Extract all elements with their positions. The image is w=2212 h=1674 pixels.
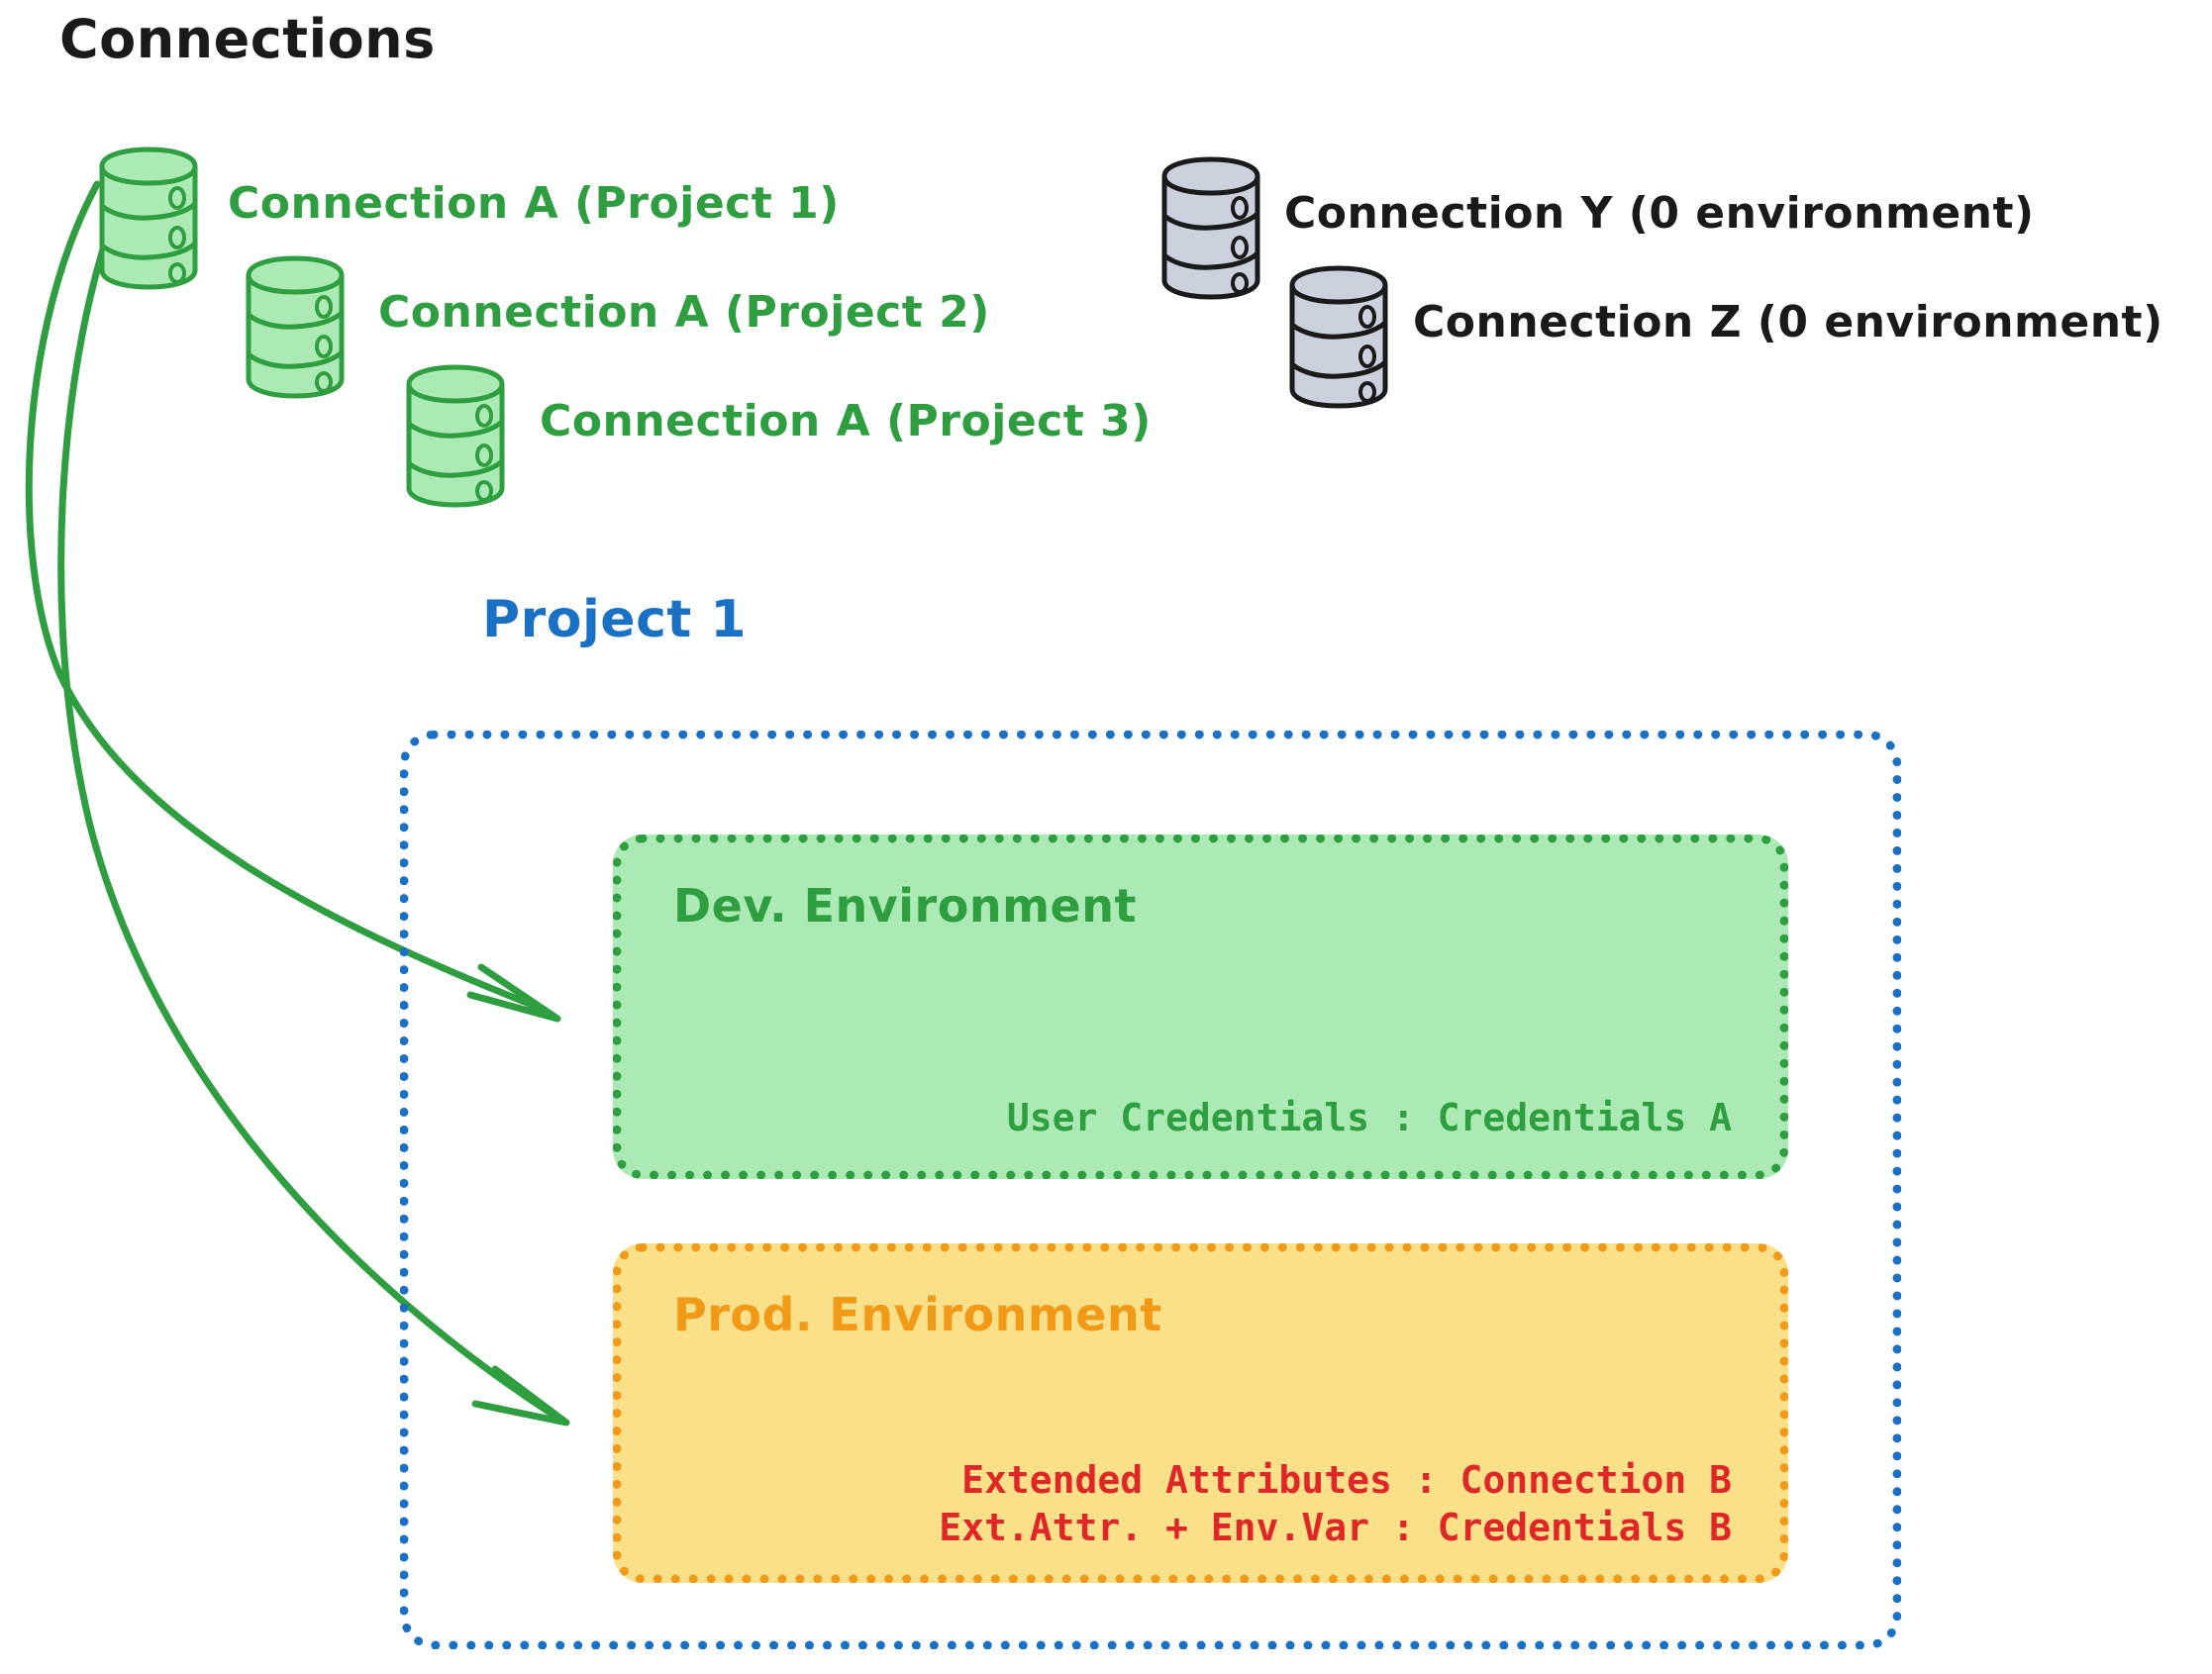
database-cylinder-icon-conn-z — [1284, 265, 1393, 409]
connection-label-conn-y: Connection Y (0 environment) — [1284, 188, 2035, 239]
database-cylinder-icon-conn-a-project-2 — [241, 255, 350, 399]
connection-label-conn-a-project-1: Connection A (Project 1) — [228, 178, 840, 229]
prod-environment-detail-line: Extended Attributes : Connection B — [961, 1457, 1732, 1502]
connections-section-title: Connections — [59, 8, 436, 70]
dev-environment-details: User Credentials : Credentials A — [1007, 1094, 1732, 1142]
database-cylinder-icon-conn-a-project-1 — [94, 147, 203, 290]
database-cylinder-icon-conn-y — [1156, 156, 1265, 300]
project-container-box — [400, 731, 1901, 1649]
connection-label-conn-z: Connection Z (0 environment) — [1413, 297, 2163, 347]
connection-label-conn-a-project-3: Connection A (Project 3) — [540, 396, 1152, 446]
prod-environment-detail-line: Ext.Attr. + Env.Var : Credentials B — [939, 1506, 1732, 1550]
prod-environment-box: Prod. Environment Extended Attributes : … — [613, 1243, 1788, 1583]
dev-environment-title: Dev. Environment — [673, 879, 1137, 933]
connection-label-conn-a-project-2: Connection A (Project 2) — [378, 287, 990, 338]
dev-environment-box: Dev. Environment User Credentials : Cred… — [613, 835, 1788, 1179]
project-title: Project 1 — [482, 590, 748, 649]
prod-environment-details: Extended Attributes : Connection B Ext.A… — [939, 1456, 1732, 1552]
dev-environment-detail-line: User Credentials : Credentials A — [1006, 1096, 1732, 1140]
prod-environment-title: Prod. Environment — [673, 1288, 1162, 1341]
database-cylinder-icon-conn-a-project-3 — [401, 364, 510, 508]
